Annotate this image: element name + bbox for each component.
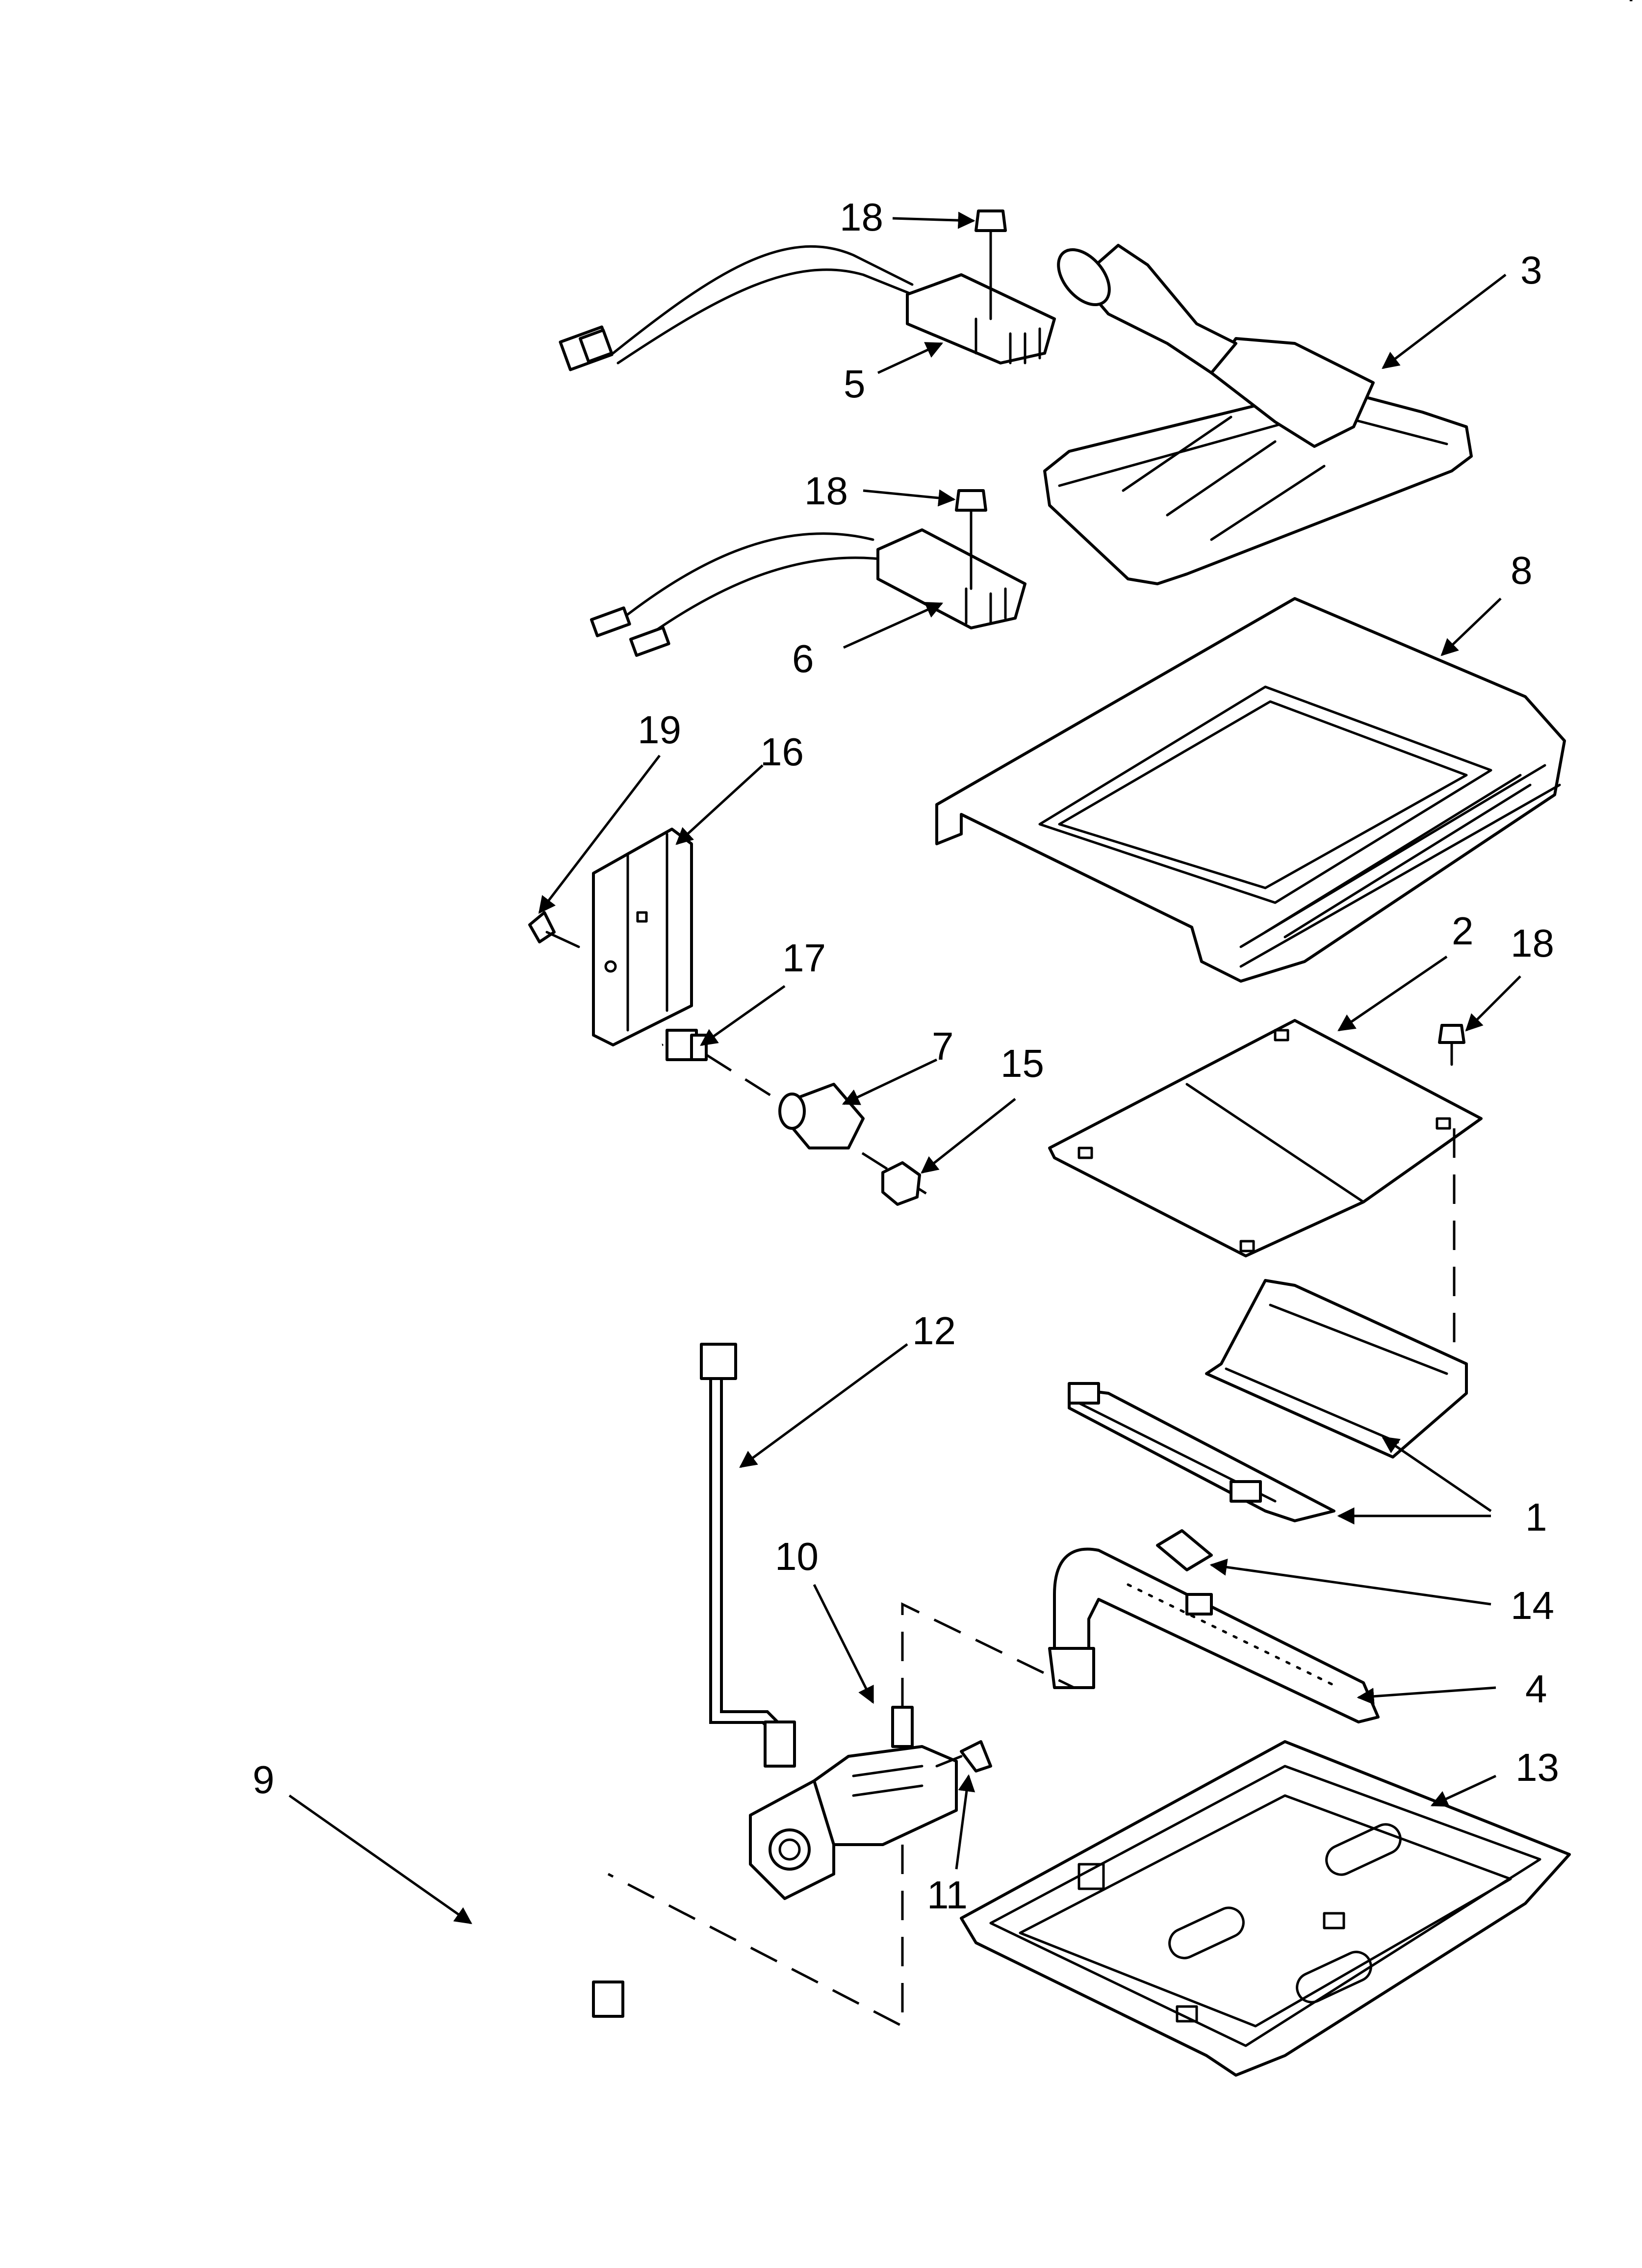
callout-4: 4: [1525, 1667, 1547, 1711]
callout-17: 17: [782, 936, 826, 980]
part-14-clip: [1156, 1529, 1213, 1571]
callout-5: 5: [844, 362, 866, 406]
part-1-burner-brackets: [1068, 1279, 1468, 1522]
part-2-heat-shield: [1048, 1019, 1483, 1257]
part-17-fitting: [690, 1034, 708, 1061]
part-6-igniter: [590, 528, 1026, 657]
callout-10: 10: [775, 1535, 819, 1578]
callout-14: 14: [1511, 1584, 1554, 1627]
part-7-air-shutter: [778, 1083, 865, 1149]
part-10-gas-valve: [749, 1706, 958, 1900]
callout-7: 7: [932, 1024, 954, 1068]
part-15-nut: [881, 1161, 921, 1206]
part-8-top-panel: [935, 597, 1566, 983]
part-13-drip-pan: [960, 1740, 1571, 2077]
callout-11: 11: [927, 1873, 968, 1917]
screw-11: [935, 1740, 992, 1773]
corner-mark: ': [1627, 0, 1635, 28]
part-9-gas-tube: [452, 1029, 698, 2083]
callout-8: 8: [1511, 548, 1533, 592]
callout-18-a: 18: [840, 195, 883, 239]
part-16-bracket: [592, 828, 693, 1046]
screw-18-c: [1438, 1024, 1465, 1066]
screw-18-a: [975, 209, 1007, 257]
callout-18-c: 18: [1511, 921, 1554, 965]
callout-3: 3: [1520, 248, 1542, 292]
callout-1: 1: [1525, 1495, 1547, 1539]
callout-13: 13: [1515, 1746, 1559, 1789]
part-3-burner-cover: [1043, 244, 1473, 585]
part-5-igniter: [559, 245, 1056, 371]
callout-18-b: 18: [804, 469, 848, 513]
callout-12: 12: [912, 1309, 956, 1353]
callout-16: 16: [760, 730, 804, 774]
screw-19: [528, 911, 580, 948]
part-4-burner-tube: [1048, 1547, 1380, 1723]
callout-15: 15: [1001, 1042, 1044, 1085]
callout-19: 19: [638, 708, 681, 752]
callout-9: 9: [253, 1758, 275, 1801]
callout-6: 6: [792, 637, 814, 680]
part-12-supply-tube: [700, 1343, 796, 1768]
callout-2: 2: [1452, 909, 1474, 953]
screw-18-b: [955, 489, 987, 536]
